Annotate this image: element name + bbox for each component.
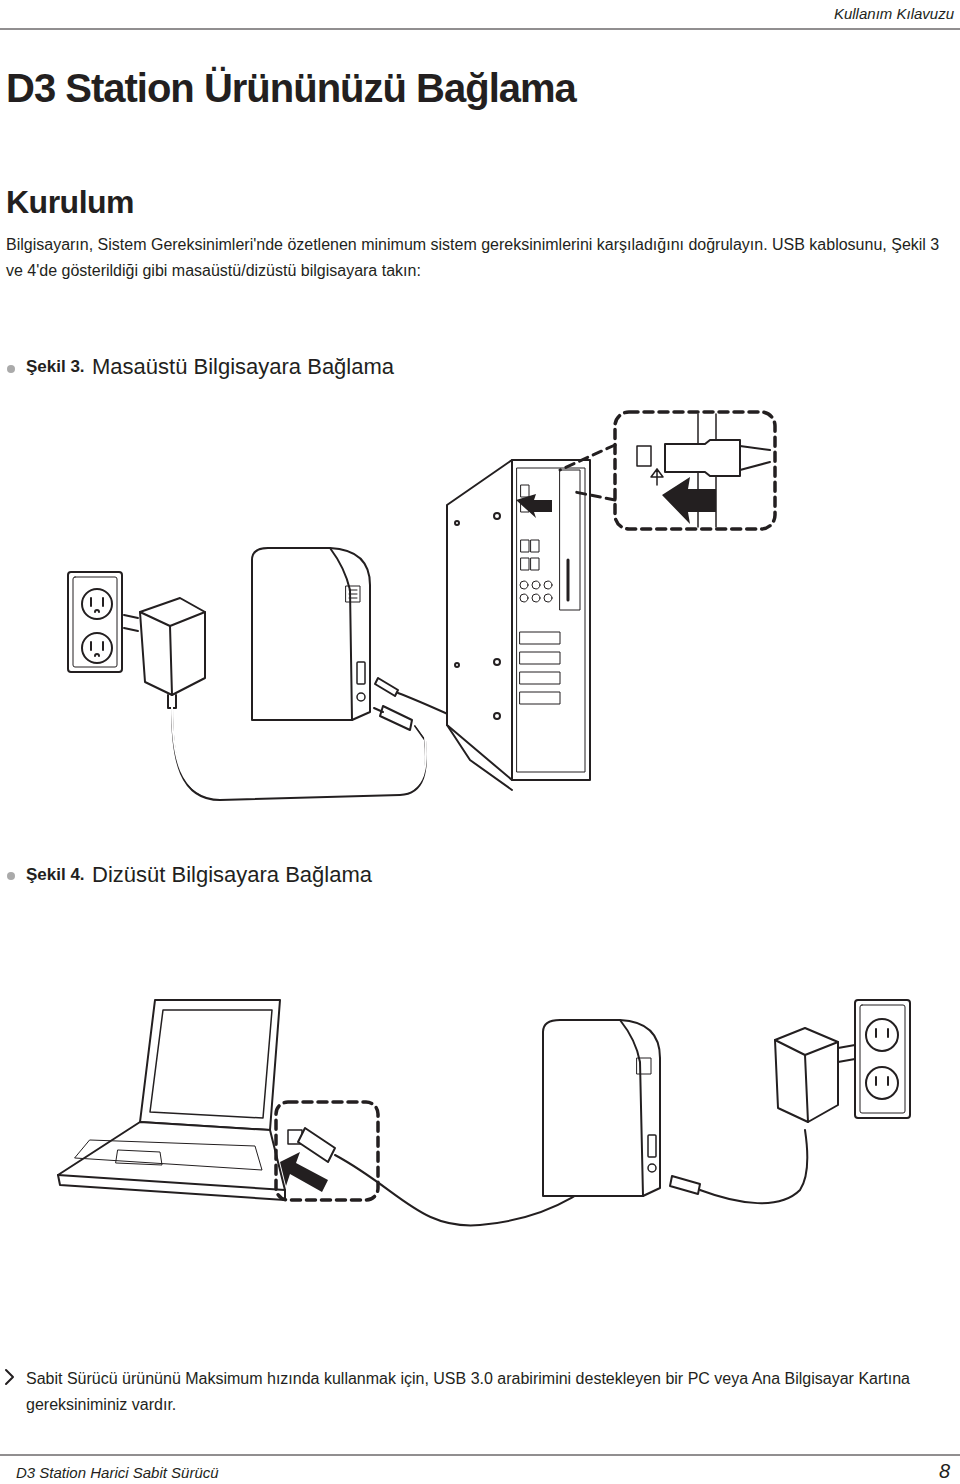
power-plug: [374, 706, 412, 730]
hard-drive: [252, 548, 370, 720]
power-cable: [700, 1130, 807, 1203]
insert-arrow: [516, 494, 552, 518]
header-rule: [0, 29, 960, 30]
footer-rule: [0, 1455, 960, 1456]
section-heading: Kurulum: [6, 182, 134, 224]
power-adapter: [775, 1028, 855, 1122]
page-title: D3 Station Ürününüzü Bağlama: [6, 62, 576, 114]
power-cable: [172, 708, 426, 800]
desktop-tower: [447, 460, 590, 790]
figure-number: Şekil 3.: [26, 356, 85, 378]
power-adapter: [124, 598, 205, 708]
figure-caption: Masaüstü Bilgisayara Bağlama: [92, 353, 394, 382]
body-paragraph: Bilgisayarın, Sistem Gereksinimleri'nde …: [6, 232, 946, 284]
page-number: 8: [939, 1458, 950, 1484]
usb-callout: [560, 412, 775, 529]
wall-outlet: [68, 572, 122, 672]
usb-plug: [375, 678, 398, 696]
power-plug: [670, 1176, 700, 1194]
usb-callout: [276, 1102, 378, 1200]
running-header: Kullanım Kılavuzu: [834, 4, 954, 24]
note-text: Sabit Sürücü ürününü Maksimum hızında ku…: [26, 1366, 946, 1418]
wall-outlet: [855, 1000, 910, 1118]
laptop: [58, 1000, 285, 1200]
bullet: [7, 872, 15, 880]
figure-caption: Dizüsüt Bilgisayara Bağlama: [92, 861, 372, 890]
hard-drive: [543, 1020, 660, 1196]
figure-number: Şekil 4.: [26, 864, 85, 886]
note-chevron: [6, 1370, 13, 1384]
bullet: [7, 365, 15, 373]
running-footer: D3 Station Harici Sabit Sürücü: [16, 1463, 219, 1483]
